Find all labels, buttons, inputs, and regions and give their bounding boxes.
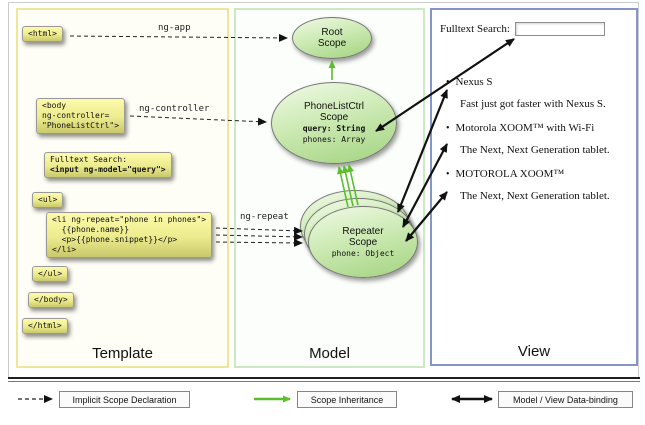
view-panel-label: View (517, 343, 551, 360)
code-box-body-open: <body ng-controller= "PhoneListCtrl"> (36, 98, 126, 134)
list-item-title-row: • Nexus S (446, 76, 632, 89)
template-panel: Template (16, 8, 229, 368)
code-box-body-close: </body> (28, 292, 74, 308)
list-item-title: MOTOROLA XOOM™ (455, 168, 565, 180)
list-item: • Nexus S Fast just got faster with Nexu… (446, 76, 632, 110)
repeater-scope-phone-prop: phone: Object (331, 248, 395, 258)
code-box-html-close: </html> (22, 318, 68, 334)
bullet-icon: • (446, 123, 450, 134)
bullet-icon: • (446, 169, 450, 180)
list-item: • Motorola XOOM™ with Wi-Fi The Next, Ne… (446, 122, 632, 156)
phonelistctrl-scope-title: PhoneListCtrl Scope (303, 101, 365, 123)
view-search-label: Fulltext Search: (440, 23, 510, 35)
list-item-title-row: • MOTOROLA XOOM™ (446, 168, 632, 181)
list-item-desc: The Next, Next Generation tablet. (460, 190, 610, 202)
view-search-row: Fulltext Search: (440, 22, 605, 36)
code-box-li-repeat: <li ng-repeat="phone in phones"> {{phone… (46, 212, 213, 258)
list-item-title-row: • Motorola XOOM™ with Wi-Fi (446, 122, 632, 135)
fulltext-search-input[interactable] (514, 22, 605, 36)
legend-scope-inheritance: Scope Inheritance (297, 391, 397, 408)
root-scope-ellipse: Root Scope (292, 17, 372, 59)
root-scope-title: Root Scope (317, 27, 347, 49)
view-phone-list: • Nexus S Fast just got faster with Nexu… (446, 76, 632, 214)
legend-inheritance-label: Scope Inheritance (310, 394, 384, 405)
legend-implicit-label: Implicit Scope Declaration (72, 394, 177, 405)
phonelistctrl-scope-ellipse: PhoneListCtrl Scope query: String phones… (271, 82, 397, 164)
code-box-fulltext-search: Fulltext Search: <input ng-model="query"… (44, 152, 172, 178)
code-search-label: Fulltext Search: (50, 155, 128, 164)
ng-app-arrow-label: ng-app (158, 23, 191, 33)
code-box-ul-close: </ul> (32, 266, 69, 282)
code-box-html-open: <html> (22, 26, 63, 42)
phonelistctrl-scope-query-prop: query: String (302, 124, 366, 133)
list-item-desc: The Next, Next Generation tablet. (460, 144, 610, 156)
repeater-scope-title: Repeater Scope (342, 225, 384, 248)
ng-repeat-arrow-label: ng-repeat (240, 212, 289, 222)
list-item: • MOTOROLA XOOM™ The Next, Next Generati… (446, 168, 632, 202)
repeater-scope-ellipse: Repeater Scope phone: Object (308, 206, 418, 278)
list-item-title: Nexus S (455, 76, 493, 88)
template-panel-label: Template (92, 345, 153, 362)
legend-model-view-data-binding: Model / View Data-binding (498, 391, 633, 408)
legend-separator (8, 377, 640, 382)
code-search-input: <input ng-model="query"> (50, 165, 166, 174)
list-item-desc: Fast just got faster with Nexus S. (460, 98, 606, 110)
legend-databinding-label: Model / View Data-binding (513, 394, 618, 405)
phonelistctrl-scope-phones-prop: phones: Array (302, 135, 366, 144)
ng-controller-arrow-label: ng-controller (139, 104, 210, 114)
model-panel-label: Model (309, 345, 350, 362)
bullet-icon: • (446, 77, 450, 88)
diagram-frame (8, 2, 639, 377)
list-item-title: Motorola XOOM™ with Wi-Fi (455, 122, 595, 134)
model-panel: Model (234, 8, 425, 368)
code-box-ul-open: <ul> (32, 192, 64, 208)
legend-implicit-scope-declaration: Implicit Scope Declaration (59, 391, 190, 408)
